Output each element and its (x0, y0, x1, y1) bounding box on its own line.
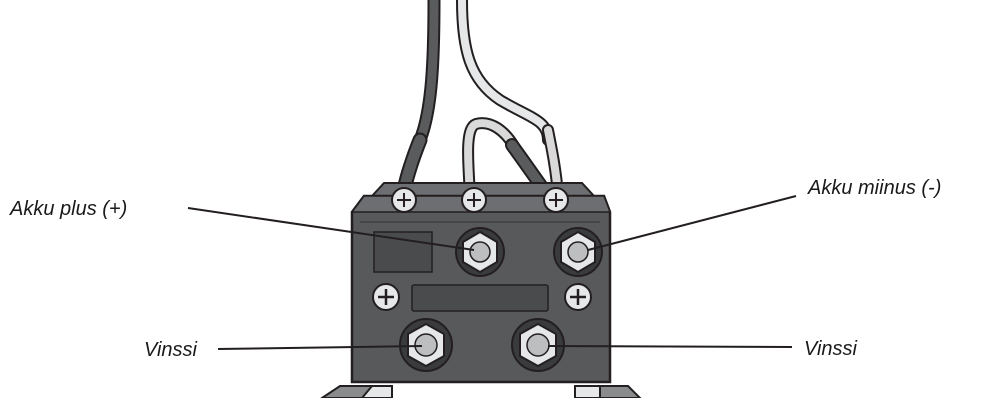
top-screw-left (391, 187, 417, 213)
label-battery-minus: Akku miinus (-) (807, 177, 941, 199)
leader-lines (187, 195, 797, 350)
terminal-winch-left (399, 318, 453, 372)
label-battery-plus: Akku plus (+) (9, 198, 127, 220)
terminal-battery-minus (553, 227, 603, 277)
side-screw-left (372, 283, 400, 311)
label-winch-right: Vinssi (804, 338, 858, 360)
terminal-winch-right (511, 318, 565, 372)
side-screw-right (564, 283, 592, 311)
leader-line-battery-plus (187, 207, 475, 251)
leader-line-battery-minus (587, 195, 797, 251)
terminal-battery-plus (455, 227, 505, 277)
leader-line-winch-left (217, 345, 423, 350)
mounting-feet (320, 385, 642, 398)
top-screw-middle (461, 187, 487, 213)
label-winch-left: Vinssi (144, 339, 198, 361)
top-screw-right (543, 187, 569, 213)
leader-line-winch-right (547, 345, 793, 348)
solenoid-housing (350, 182, 612, 384)
